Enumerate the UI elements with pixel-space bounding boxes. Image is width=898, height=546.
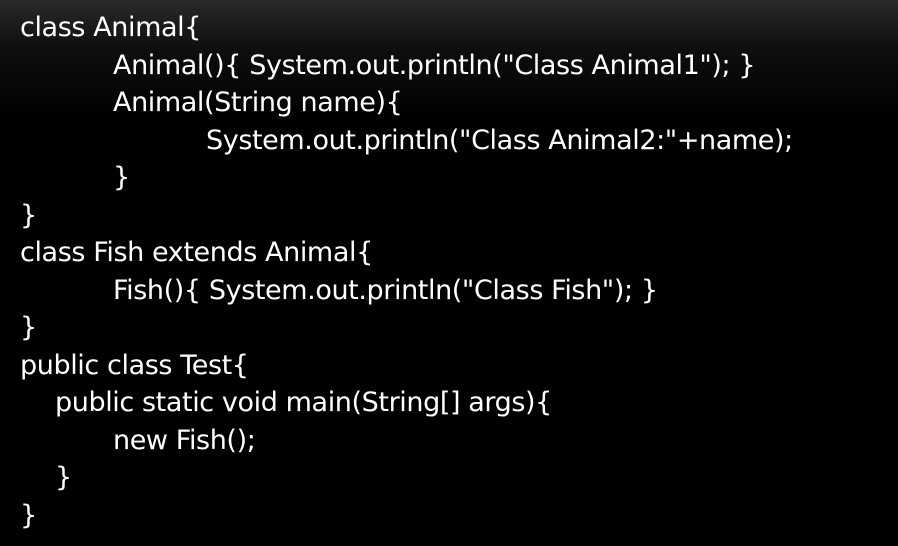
code-line-2: Animal(){ System.out.println("Class Anim… xyxy=(113,49,756,81)
code-line-7: class Fish extends Animal{ xyxy=(20,237,373,268)
code-line-1: class Animal{ xyxy=(20,12,202,43)
code-line-5: } xyxy=(113,162,130,193)
code-line-11: public static void main(String[] args){ xyxy=(55,387,552,418)
code-line-9: } xyxy=(20,312,37,343)
code-line-8: Fish(){ System.out.println("Class Fish")… xyxy=(113,274,658,306)
code-line-6: } xyxy=(20,199,37,231)
code-line-14: } xyxy=(20,499,37,531)
code-line-13: } xyxy=(55,462,72,493)
code-line-4: System.out.println("Class Animal2:"+name… xyxy=(206,124,793,156)
code-line-12: new Fish(); xyxy=(113,424,256,456)
java-code-block: class Animal{ Animal(){ System.out.print… xyxy=(20,9,793,534)
code-line-3: Animal(String name){ xyxy=(113,87,403,118)
code-line-10: public class Test{ xyxy=(20,349,249,381)
